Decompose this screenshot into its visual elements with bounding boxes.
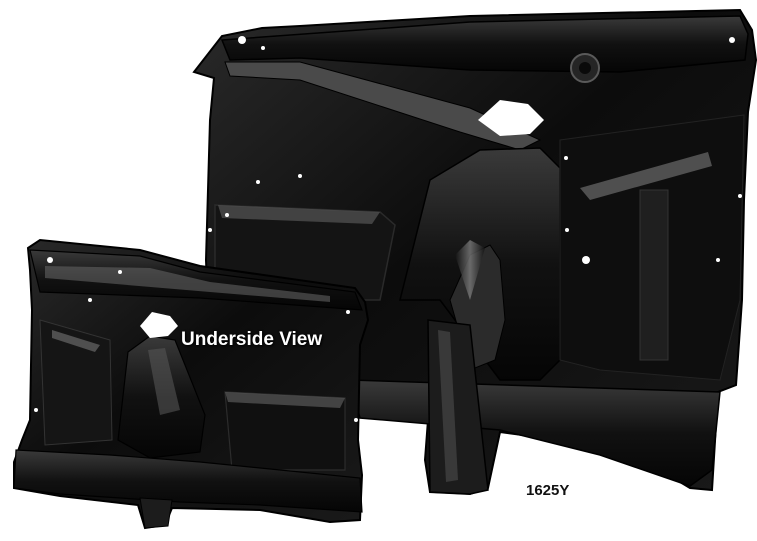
main-panel-cutout: [478, 100, 544, 136]
underside-panel: [13, 238, 370, 530]
underside-panel-cutout: [140, 312, 178, 338]
part-number-label: 1625Y: [526, 482, 570, 499]
underside-view-label: Underside View: [181, 329, 323, 350]
